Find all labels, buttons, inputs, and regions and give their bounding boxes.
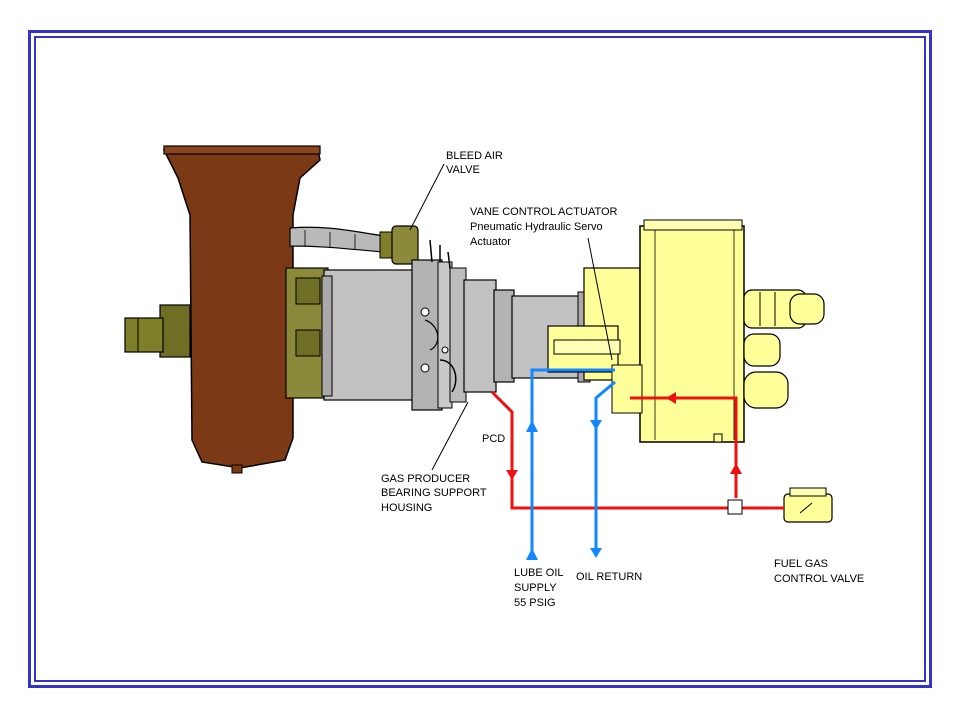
output-shaft — [124, 304, 191, 358]
pcd-arrow-left — [666, 392, 676, 404]
engine-body — [321, 239, 497, 411]
bleed-air-duct — [289, 225, 419, 265]
fuel-gas-control-valve-label: FUEL GAS CONTROL VALVE — [774, 558, 864, 585]
pcd-label: PCD — [482, 433, 505, 445]
oil-supply-arrow-up — [526, 420, 538, 432]
leader-lines — [409, 163, 613, 471]
oil-return-arrow-down — [590, 420, 602, 430]
pcd-arrow-down — [506, 470, 518, 480]
inlet-housing — [162, 145, 321, 474]
gas-producer-housing-label: GAS PRODUCER BEARING SUPPORT HOUSING — [381, 473, 489, 514]
bleed-air-valve-label: BLEED AIR VALVE — [446, 150, 506, 176]
vane-control-actuator-label: VANE CONTROL ACTUATOR Pneumatic Hydrauli… — [470, 206, 621, 248]
coupling-housing — [285, 267, 329, 399]
oil-supply-line — [530, 368, 616, 552]
inner-border — [34, 36, 926, 682]
pcd-arrow-up — [730, 463, 742, 474]
gearbox-housing — [547, 219, 825, 443]
outer-border — [28, 30, 932, 688]
fuel-gas-control-valve — [783, 487, 833, 523]
oil-supply-inlet-arrow — [526, 548, 538, 560]
oil-return-outlet-arrow — [590, 548, 602, 558]
lube-oil-supply-label: LUBE OIL SUPPLY 55 PSIG — [514, 567, 566, 609]
oil-return-label: OIL RETURN — [576, 571, 642, 583]
